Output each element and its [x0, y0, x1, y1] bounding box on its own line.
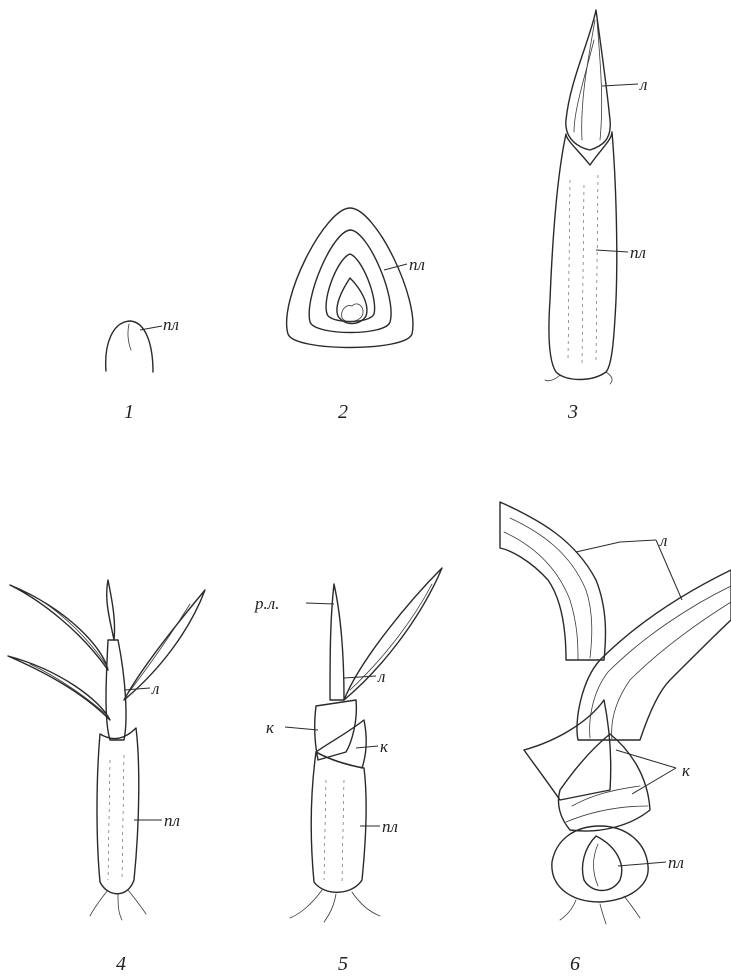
fig3-root-left — [545, 375, 560, 381]
fig4-number: 4 — [116, 953, 126, 975]
fig5-label-rl: р.л. — [254, 594, 279, 613]
fig6-root-3 — [624, 896, 640, 918]
fig4-coleoptile-vein-1 — [108, 760, 110, 880]
fig5-coleoptile-vein-1 — [324, 780, 326, 880]
figure-6: л к пл 6 — [500, 502, 731, 975]
fig6-leaf-right — [577, 570, 731, 740]
fig5-label-k2: к — [380, 737, 389, 756]
fig6-leaf-sheath — [524, 700, 611, 800]
figure-4: л пл 4 — [8, 580, 205, 975]
figure-2: пл 2 — [287, 208, 425, 423]
fig5-root-1 — [290, 890, 322, 918]
fig5-label-k1: к — [266, 718, 275, 737]
fig4-label-pl: пл — [164, 811, 180, 830]
fig6-leaf-left-vein-2 — [504, 532, 578, 660]
fig6-leaf-left-vein-1 — [510, 518, 592, 658]
figure-5: р.л. л к к пл 5 — [254, 568, 442, 975]
fig5-coleoptile-vein-2 — [342, 780, 344, 882]
fig5-rolled-leaf — [330, 584, 344, 700]
fig6-bud — [583, 836, 622, 891]
fig6-number: 6 — [570, 953, 580, 975]
fig6-leader-l-1 — [576, 540, 656, 552]
fig4-coleoptile-vein-2 — [122, 755, 124, 880]
fig1-label-pl: пл — [163, 315, 179, 334]
fig4-leaf-right — [124, 590, 205, 700]
figure-1: пл 1 — [106, 315, 179, 423]
fig5-root-2 — [324, 894, 336, 922]
fig2-growth-point — [342, 304, 363, 322]
fig3-label-l: л — [639, 75, 647, 94]
fig6-leaf-left — [500, 502, 606, 660]
fig5-leader-k1 — [285, 727, 318, 730]
fig5-leaf-right — [344, 568, 442, 700]
fig6-label-k: к — [682, 761, 691, 780]
fig4-leaf-top — [107, 580, 115, 640]
fig3-coleoptile-vein-1 — [568, 180, 570, 360]
fig5-leaf-vein — [350, 584, 432, 690]
fig5-number: 5 — [338, 953, 348, 975]
fig4-coleoptile — [97, 728, 139, 894]
fig6-leader-k-2 — [632, 768, 676, 794]
fig6-bud-vein — [594, 844, 599, 886]
fig3-coleoptile — [549, 132, 617, 380]
fig3-number: 3 — [567, 401, 578, 423]
fig2-middle-ring — [309, 230, 391, 333]
fig5-ridge-lower — [316, 720, 366, 768]
fig4-leaf-lower-left — [8, 656, 110, 720]
fig4-root-3 — [128, 890, 146, 914]
fig5-label-pl: пл — [382, 817, 398, 836]
fig6-leader-k-1 — [616, 750, 676, 768]
fig3-leaf — [566, 10, 610, 150]
fig1-inner-leaf — [128, 324, 131, 350]
fig6-ridges — [558, 734, 650, 831]
fig6-leaf-right-vein-2 — [612, 602, 731, 740]
fig2-number: 2 — [338, 401, 348, 423]
fig3-root-right — [606, 372, 612, 384]
fig3-coleoptile-vein-2 — [582, 185, 584, 365]
fig5-root-3 — [352, 892, 380, 916]
fig4-leaf-vein-1 — [30, 594, 108, 668]
fig5-leader-rl — [306, 603, 334, 604]
fig5-leader-k2 — [356, 746, 378, 748]
figure-3: л пл 3 — [545, 10, 647, 423]
fig6-label-pl: пл — [668, 853, 684, 872]
fig5-label-l: л — [377, 667, 385, 686]
fig4-root-2 — [118, 894, 122, 920]
fig6-leaf-right-vein-1 — [590, 586, 731, 738]
fig4-root-1 — [90, 890, 108, 916]
fig6-label-l: л — [659, 531, 667, 550]
fig4-stem — [106, 640, 126, 740]
fig3-leader-pl — [596, 250, 628, 252]
fig6-leader-pl — [618, 862, 666, 866]
fig6-root-2 — [600, 904, 606, 924]
fig3-leader-l — [602, 84, 638, 86]
fig5-leader-l — [344, 676, 376, 678]
fig4-leaf-upper-left — [10, 585, 108, 670]
fig2-leader — [384, 264, 407, 270]
fig6-root-1 — [560, 900, 576, 920]
fig5-coleoptile — [311, 752, 366, 892]
fig4-label-l: л — [151, 679, 159, 698]
fig3-label-pl: пл — [630, 243, 646, 262]
fig2-label-pl: пл — [409, 255, 425, 274]
fig1-number: 1 — [124, 401, 134, 423]
fig3-coleoptile-vein-3 — [596, 175, 598, 360]
